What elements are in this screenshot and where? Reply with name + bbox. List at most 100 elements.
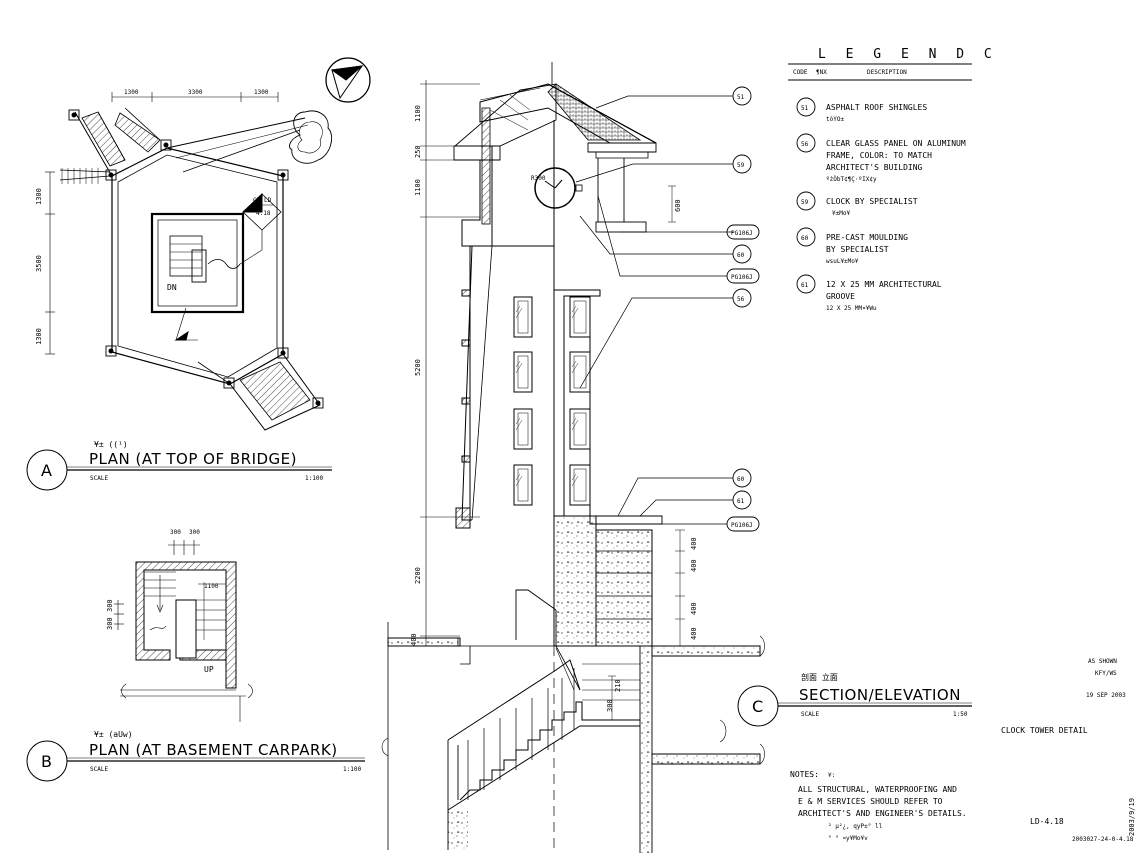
plan-a-dim-left-2: 3500	[35, 255, 43, 272]
title-block: AS SHOWN KFY/WS 19 SEP 2003 CLOCK TOWER …	[1001, 658, 1136, 843]
legend: L E G E N D C CODE ¶NX DESCRIPTION 51 AS…	[788, 47, 998, 312]
section-bubble: C	[752, 697, 763, 716]
legend-code: 51	[801, 105, 809, 112]
notes-line: E & M SERVICES SHOULD REFER TO	[798, 797, 943, 806]
section-scale-label: SCALE	[801, 711, 819, 718]
legend-col-desc: DESCRIPTION	[867, 69, 907, 76]
legend-line: PRE-CAST MOULDING	[826, 233, 908, 242]
notes-line: ALL STRUCTURAL, WATERPROOFING AND	[798, 785, 957, 794]
section-dim-right-3: 400	[690, 602, 698, 615]
section-dim-left-3: 1100	[414, 179, 422, 196]
plan-a-dim-left-3: 1300	[35, 328, 43, 345]
notes-line: ARCHITECT'S AND ENGINEER'S DETAILS.	[798, 809, 967, 818]
plan-a-tag-bot: 4.18	[256, 210, 271, 217]
callout-pg106j-2: PG106J	[731, 274, 753, 281]
section-sub: 剖面 立面	[801, 672, 838, 682]
legend-line: 12 X 25 MM¤¥Wu	[826, 305, 877, 312]
legend-line: CLEAR GLASS PANEL ON ALUMINUM	[826, 139, 966, 148]
section-dim-300: 300	[606, 699, 614, 712]
callout-pg106j-3: PG106J	[731, 522, 753, 529]
tb-initials: KFY/WS	[1095, 670, 1117, 677]
section-scale: 1:50	[953, 711, 968, 718]
tb-date: 19 SEP 2003	[1086, 692, 1126, 699]
legend-line: ARCHITECT'S BUILDING	[826, 163, 923, 172]
callout-61: 61	[737, 498, 745, 505]
section-title: SECTION/ELEVATION	[799, 686, 961, 704]
tb-drawing-no: LD-4.18	[1030, 817, 1064, 826]
legend-col-code: CODE	[793, 69, 808, 76]
tb-as-shown: AS SHOWN	[1088, 658, 1117, 665]
section-dim-left-2: 250	[414, 145, 422, 158]
legend-item-59: 59 CLOCK BY SPECIALIST ¥±Mo¥	[796, 191, 918, 217]
plan-b-dim-left-2: 300	[106, 617, 114, 630]
plan-a-tag-top: C	[253, 197, 257, 204]
section-dim-210: 210	[614, 679, 622, 692]
section-dim-600: 600	[674, 199, 682, 212]
callout-60: 60	[737, 252, 745, 259]
plan-a-dn-label: DN	[167, 283, 177, 292]
plan-a-bubble: A	[41, 461, 52, 480]
section-dim-right-1: 400	[690, 537, 698, 550]
plan-b-bubble: B	[41, 752, 52, 771]
section-callout-texts: 51 59 PG106J 60 PG106J 56 60 61 PG106J R…	[531, 94, 753, 529]
plan-b-dim-top-2: 300	[189, 529, 200, 536]
legend-line: CLOCK BY SPECIALIST	[826, 197, 918, 206]
plan-b-dimension-texts: 300 300 1100 300 300 UP	[106, 529, 219, 674]
plan-b-drawing	[114, 540, 253, 722]
clock-radius-label: R300	[531, 175, 546, 182]
callout-56: 56	[737, 296, 745, 303]
tb-drawing-title: CLOCK TOWER DETAIL	[1001, 726, 1088, 735]
legend-code: 61	[801, 282, 809, 289]
section-dim-right-4: 400	[690, 627, 698, 640]
notes-suffix: ¥:	[828, 772, 835, 779]
legend-title: L E G E N D C	[818, 47, 998, 62]
legend-col-code2: ¶NX	[816, 69, 827, 76]
legend-code: 56	[801, 141, 809, 148]
legend-line: tòYO±	[826, 116, 844, 123]
section-dim-left-4: 5200	[414, 359, 422, 376]
legend-line: BY SPECIALIST	[826, 245, 889, 254]
plan-b-title-block: B ¥± (aUw) PLAN (AT BASEMENT CARPARK) SC…	[26, 730, 365, 782]
plan-b-up-label: UP	[204, 665, 214, 674]
notes-garbled-2: ° ° ¤y¥Mo¥v	[828, 835, 868, 842]
plan-a-dim-top-1: 1300	[124, 89, 139, 96]
section-title-block: C 剖面 立面 SECTION/ELEVATION SCALE 1:50	[737, 672, 972, 727]
tb-ref: 2003027-24-0-4.18	[1072, 836, 1134, 843]
plan-a-sub: ¥± ((¹)	[94, 440, 128, 449]
section-dim-right-2: 400	[690, 559, 698, 572]
plan-a-dimension-texts: 1300 3300 1300 1300 3500 1300 C LD 4.18 …	[35, 89, 272, 345]
legend-line: ASPHALT ROOF SHINGLES	[826, 103, 927, 112]
legend-item-61: 61 12 X 25 MM ARCHITECTURAL GROOVE 12 X …	[796, 274, 942, 312]
notes-title: NOTES:	[790, 770, 819, 779]
section-dimension-texts: 1100 250 1100 5200 2200 400 400 400 400 …	[410, 105, 698, 712]
legend-code: 60	[801, 235, 809, 242]
callout-59: 59	[737, 162, 745, 169]
callout-60-b: 60	[737, 476, 745, 483]
legend-line: wsuL¥±Mo¥	[826, 258, 859, 265]
legend-item-51: 51 ASPHALT ROOF SHINGLES tòYO±	[796, 97, 927, 123]
notes-garbled-1: ² µ²¿, qyP±° ll	[828, 823, 883, 830]
plan-b-title: PLAN (AT BASEMENT CARPARK)	[89, 741, 338, 759]
plan-b-dim-top-1: 300	[170, 529, 181, 536]
legend-line: GROOVE	[826, 292, 855, 301]
plan-a-tag-mid: LD	[264, 197, 272, 204]
legend-line: ¥±Mo¥	[832, 210, 850, 217]
plan-b-sub: ¥± (aUw)	[94, 730, 133, 739]
plan-a-dim-top-2: 3300	[188, 89, 203, 96]
plan-a-scale: 1:100	[305, 475, 323, 482]
callout-pg106j-1: PG106J	[731, 230, 753, 237]
notes: NOTES: ¥: ALL STRUCTURAL, WATERPROOFING …	[790, 770, 967, 842]
plan-a-dim-top-3: 1300	[254, 89, 269, 96]
section-dim-left-5: 2200	[414, 567, 422, 584]
callout-51: 51	[737, 94, 745, 101]
tb-ref2: 2003/9/19	[1128, 798, 1136, 836]
north-arrow-icon	[325, 57, 371, 103]
legend-item-56: 56 CLEAR GLASS PANEL ON ALUMINUM FRAME, …	[796, 133, 966, 183]
legend-line: FRAME, COLOR: TO MATCH	[826, 151, 932, 160]
legend-code: 59	[801, 199, 809, 206]
plan-a-title-block: A ¥± ((¹) PLAN (AT TOP OF BRIDGE) SCALE …	[26, 440, 332, 491]
plan-b-scale: 1:100	[343, 766, 361, 773]
plan-a-scale-label: SCALE	[90, 475, 108, 482]
plan-a-drawing	[45, 57, 371, 431]
